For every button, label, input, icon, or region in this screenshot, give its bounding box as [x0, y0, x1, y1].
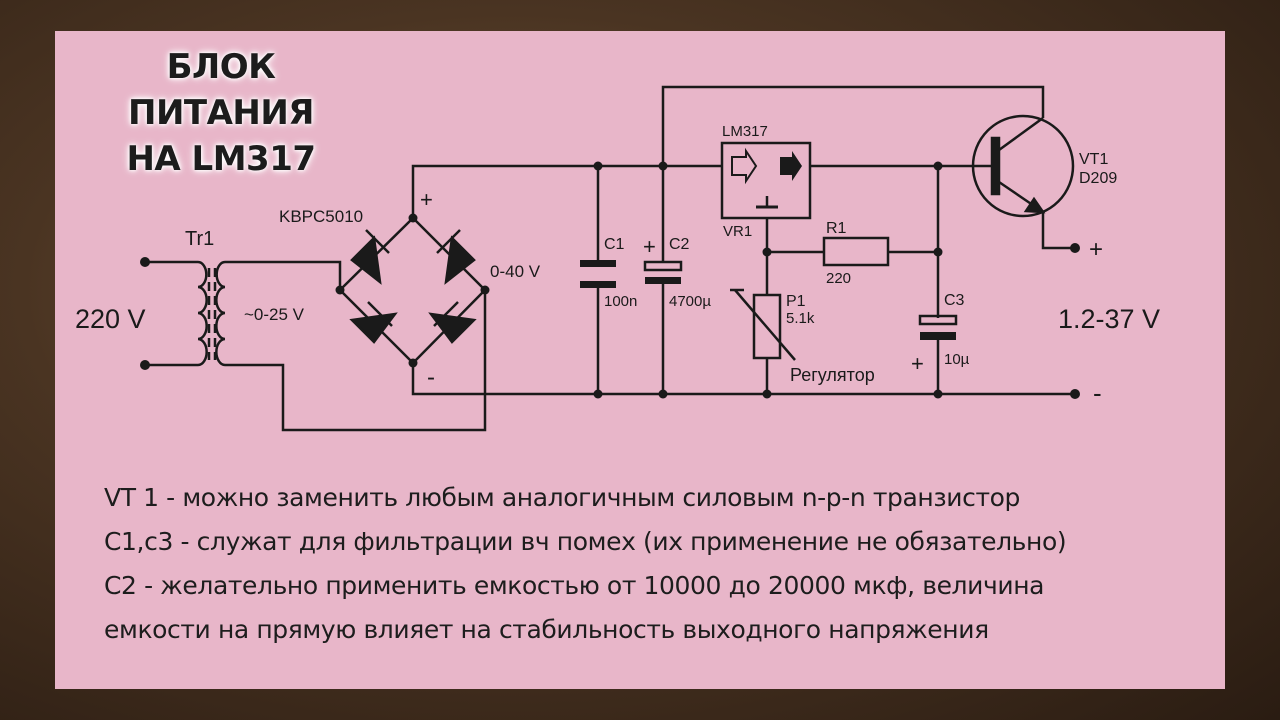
p1-caption: Регулятор	[790, 365, 875, 385]
note-line: VT 1 - можно заменить любым аналогичным …	[104, 483, 1020, 512]
note-line: емкости на прямую влияет на стабильность…	[104, 615, 989, 644]
wires	[145, 85, 1075, 432]
diode-bridge	[338, 216, 487, 365]
output-minus-label: -	[1093, 378, 1102, 408]
c3-label: C3	[944, 292, 965, 309]
c1-value-label: 100n	[604, 293, 637, 310]
note-line: C1,c3 - служат для фильтрации вч помех (…	[104, 527, 1067, 556]
rectified-voltage-label: 0-40 V	[490, 262, 541, 281]
vr1-label: VR1	[723, 223, 752, 240]
input-voltage-label: 220 V	[75, 304, 146, 334]
diagram-board	[55, 31, 1225, 689]
page-title: БЛОК ПИТАНИЯ НА LM317	[76, 44, 366, 182]
regulator-label: LM317	[722, 123, 768, 140]
title-line-1: БЛОК ПИТАНИЯ	[127, 47, 315, 133]
output-plus-label: +	[1089, 236, 1103, 263]
vt1-model-label: D209	[1079, 170, 1117, 187]
c3-plus-label: +	[911, 351, 924, 376]
schematic-labels: Tr1 220 V ~0-25 V KBPC5010 + - 0-40 V C1…	[75, 123, 1160, 408]
potentiometer-p1	[730, 288, 796, 361]
bridge-diodes	[349, 229, 477, 344]
p1-value-label: 5.1k	[786, 310, 815, 327]
c2-value-label: 4700µ	[669, 293, 711, 310]
capacitor-c2	[643, 260, 683, 284]
title-line-2: НА LM317	[126, 139, 316, 179]
transformer-tr1	[197, 260, 226, 367]
c2-plus-label: +	[643, 234, 656, 259]
c3-value-label: 10µ	[944, 351, 970, 368]
junction-dots	[335, 161, 943, 399]
c1-label: C1	[604, 236, 625, 253]
resistor-r1	[822, 236, 890, 267]
tr1-label: Tr1	[185, 228, 214, 250]
regulator-lm317	[720, 141, 812, 220]
capacitor-c1	[580, 260, 616, 288]
note-line: C2 - желательно применить емкостью от 10…	[104, 571, 1045, 600]
r1-value-label: 220	[826, 270, 851, 287]
secondary-voltage-label: ~0-25 V	[244, 305, 305, 324]
output-voltage-label: 1.2-37 V	[1058, 304, 1160, 334]
bridge-plus-label: +	[420, 187, 433, 212]
p1-label: P1	[786, 293, 806, 310]
notes-block: VT 1 - можно заменить любым аналогичным …	[104, 476, 1214, 652]
c2-label: C2	[669, 236, 690, 253]
r1-label: R1	[826, 220, 847, 237]
bridge-label: KBPC5010	[279, 207, 363, 226]
bridge-minus-label: -	[427, 364, 435, 391]
transistor-vt1	[971, 114, 1075, 218]
terminals	[140, 243, 1080, 399]
vt1-label: VT1	[1079, 151, 1108, 168]
capacitor-c3	[918, 314, 958, 340]
